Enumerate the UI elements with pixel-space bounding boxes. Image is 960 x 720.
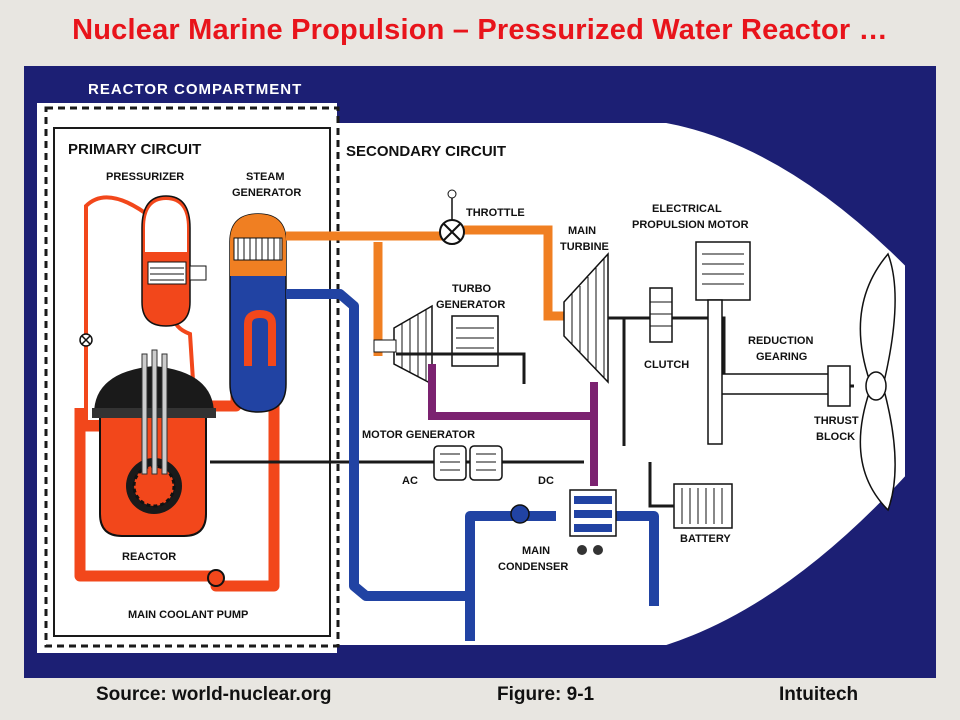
electrical-propulsion-motor (695, 241, 751, 445)
throttle-label: THROTTLE (466, 207, 525, 219)
pressurizer-label: PRESSURIZER (106, 171, 184, 183)
main-turbine-label-1: MAIN (568, 225, 596, 237)
motor-generator-label: MOTOR GENERATOR (362, 429, 475, 441)
turbo-generator (373, 304, 499, 386)
pwr-propulsion-diagram: REACTOR COMPARTMENT PRIMARY CIRCUIT SECO… (24, 66, 936, 678)
shaft-tube (709, 373, 841, 395)
steam-generator (229, 213, 287, 413)
pressurizer-vessel (141, 195, 207, 327)
electrical-propulsion-motor-label-1: ELECTRICAL (652, 203, 722, 215)
main-condenser-label-1: MAIN (522, 545, 550, 557)
main-coolant-pump-icon (207, 569, 225, 587)
exhaust-line (428, 364, 598, 486)
thrust-block-label-2: BLOCK (816, 431, 855, 443)
throttle-valve-icon (439, 189, 465, 245)
clutch-label: CLUTCH (644, 359, 689, 371)
generator-label: GENERATOR (232, 187, 301, 199)
reduction-gearing-label-1: REDUCTION (748, 335, 813, 347)
primary-circuit-box (53, 127, 331, 637)
reactor-vessel (92, 349, 216, 537)
reactor-label: REACTOR (122, 551, 176, 563)
reactor-compartment-box (44, 106, 340, 648)
steam-label: STEAM (246, 171, 285, 183)
pressurizer-line (84, 195, 154, 424)
steam-line (286, 225, 564, 356)
reduction-gearing-label-2: GEARING (756, 351, 807, 363)
electrical-propulsion-motor-label-2: PROPULSION MOTOR (632, 219, 749, 231)
motor-generator (433, 445, 503, 481)
reactor-compartment-label: REACTOR COMPARTMENT (88, 81, 302, 98)
main-coolant-pump-label: MAIN COOLANT PUMP (128, 609, 248, 621)
primary-circuit-label: PRIMARY CIRCUIT (68, 141, 201, 158)
secondary-circuit-label: SECONDARY CIRCUIT (346, 143, 506, 160)
thrust-block (827, 365, 851, 407)
thrust-block-label-1: THRUST (814, 415, 859, 427)
battery-label: BATTERY (680, 533, 731, 545)
figure-number: Figure: 9-1 (497, 684, 595, 705)
dc-label: DC (538, 475, 554, 487)
battery (648, 462, 733, 529)
turbo-generator-label-1: TURBO (452, 283, 492, 295)
slide-title: Nuclear Marine Propulsion – Pressurized … (72, 14, 888, 46)
ac-label: AC (402, 475, 418, 487)
source-caption: Source: world-nuclear.org (96, 684, 332, 705)
clutch (649, 287, 673, 343)
turbo-generator-label-2: GENERATOR (436, 299, 505, 311)
main-condenser-label-2: CONDENSER (498, 561, 568, 573)
main-condenser (510, 489, 617, 555)
propeller (859, 252, 896, 512)
company-name: Intuitech (779, 684, 859, 705)
main-turbine-label-2: TURBINE (560, 241, 609, 253)
main-turbine (563, 252, 609, 384)
